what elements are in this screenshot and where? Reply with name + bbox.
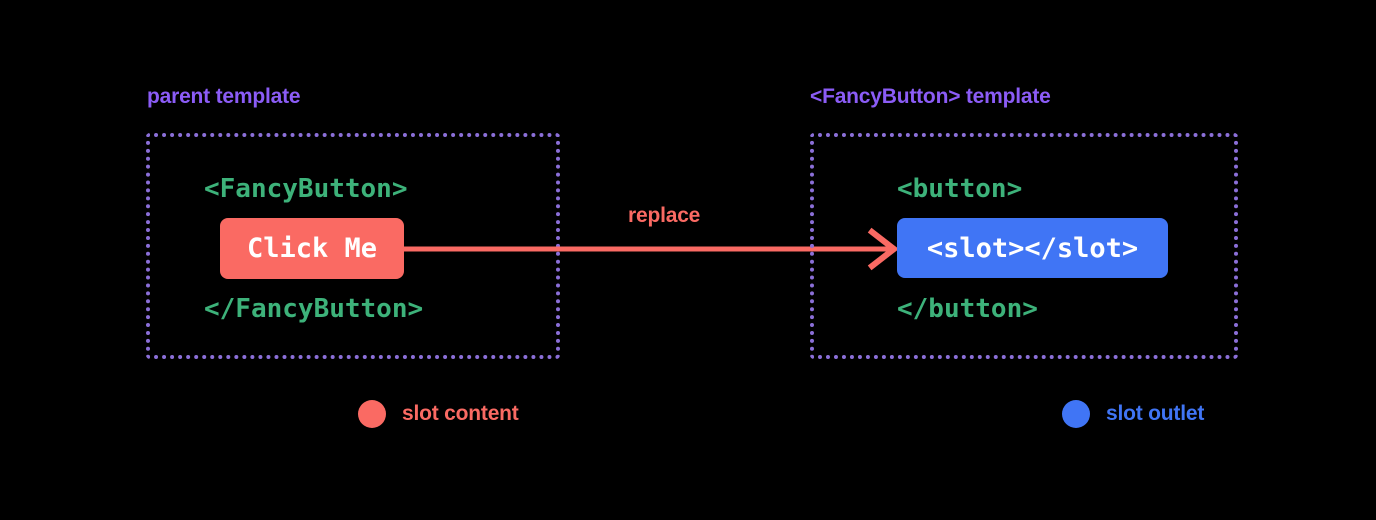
legend-item-slot-content: slot content	[358, 400, 519, 428]
replace-arrow-label: replace	[628, 204, 701, 227]
legend-dot-icon-slot-content	[358, 400, 386, 428]
code-open-fancybutton-tag: <FancyButton>	[204, 174, 408, 204]
fancybutton-template-box	[810, 133, 1238, 359]
legend-dot-icon-slot-outlet	[1062, 400, 1090, 428]
fancybutton-template-heading: <FancyButton> template	[810, 85, 1051, 108]
slot-content-chip[interactable]: Click Me	[220, 218, 404, 279]
code-close-button-tag: </button>	[897, 294, 1038, 324]
parent-template-heading: parent template	[147, 85, 301, 108]
legend-item-slot-outlet: slot outlet	[1062, 400, 1204, 428]
legend-label-slot-outlet: slot outlet	[1106, 402, 1205, 425]
slot-outlet-chip[interactable]: <slot></slot>	[897, 218, 1168, 278]
code-close-fancybutton-tag: </FancyButton>	[204, 294, 424, 324]
legend-label-slot-content: slot content	[402, 402, 519, 425]
parent-template-box	[146, 133, 560, 359]
code-open-button-tag: <button>	[897, 174, 1023, 204]
